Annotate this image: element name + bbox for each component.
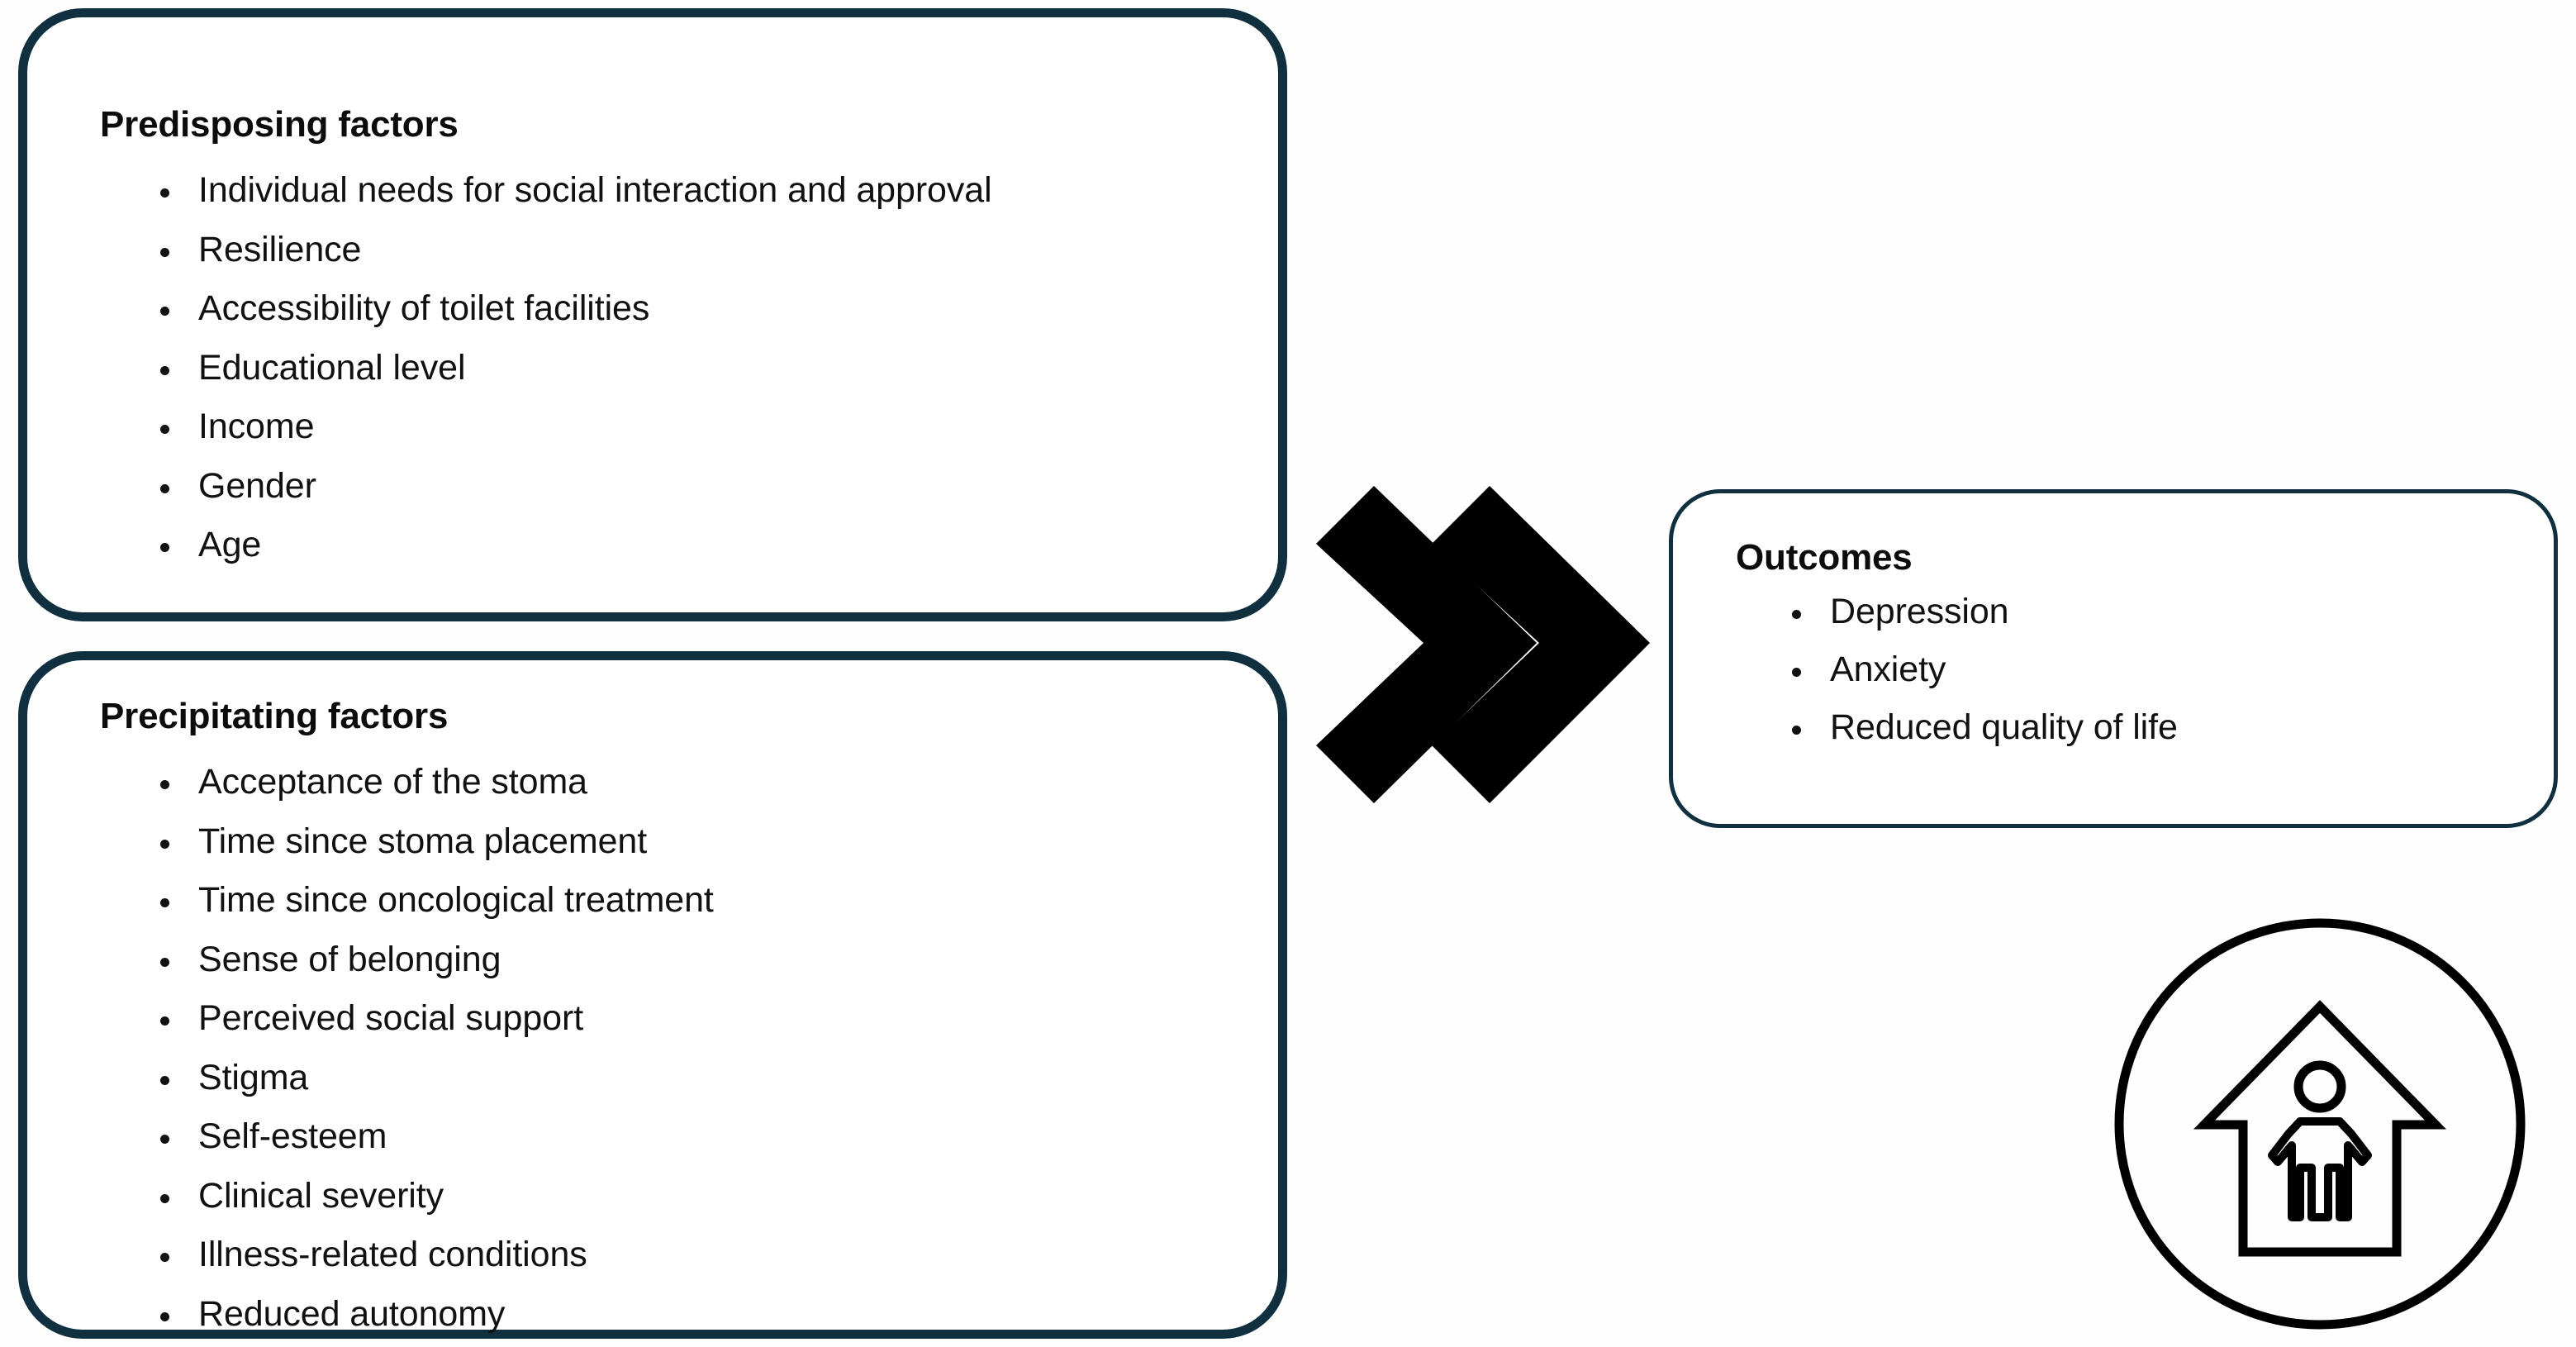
badge-circle: [2114, 918, 2526, 1330]
list-item: Illness-related conditions: [155, 1226, 714, 1285]
list-item: Clinical severity: [155, 1167, 714, 1226]
precipitating-list: Acceptance of the stoma Time since stoma…: [155, 753, 714, 1344]
precipitating-box-content: Precipitating factors Acceptance of the …: [27, 660, 1278, 1334]
outcomes-box: Outcomes Depression Anxiety Reduced qual…: [1669, 489, 2558, 828]
outcomes-list: Depression Anxiety Reduced quality of li…: [1787, 583, 2178, 756]
list-item: Time since stoma placement: [155, 812, 714, 872]
list-item: Acceptance of the stoma: [155, 753, 714, 812]
list-item: Self-esteem: [155, 1107, 714, 1167]
list-item: Depression: [1787, 583, 2178, 640]
house-outline: [2193, 1000, 2447, 1257]
list-item: Accessibility of toilet facilities: [155, 279, 992, 339]
predisposing-heading: Predisposing factors: [100, 104, 459, 145]
list-item: Reduced quality of life: [1787, 698, 2178, 756]
list-item: Time since oncological treatment: [155, 871, 714, 931]
predisposing-factors-box: Predisposing factors Individual needs fo…: [18, 8, 1287, 621]
outcomes-box-content: Outcomes Depression Anxiety Reduced qual…: [1673, 493, 2554, 824]
list-item: Perceived social support: [155, 989, 714, 1049]
person-body: [2268, 1117, 2372, 1221]
list-item: Income: [155, 397, 992, 457]
precipitating-factors-box: Precipitating factors Acceptance of the …: [18, 651, 1287, 1339]
person-head: [2293, 1060, 2346, 1113]
list-item: Individual needs for social interaction …: [155, 161, 992, 221]
chevron-left-shape: [1316, 486, 1537, 803]
list-item: Educational level: [155, 339, 992, 398]
house-with-person-icon: [2112, 916, 2528, 1332]
list-item: Reduced autonomy: [155, 1285, 714, 1345]
predisposing-list: Individual needs for social interaction …: [155, 161, 992, 575]
predisposing-box-content: Predisposing factors Individual needs fo…: [27, 17, 1278, 612]
chevron-right-shape: [1432, 486, 1650, 803]
list-item: Age: [155, 516, 992, 575]
list-item: Resilience: [155, 221, 992, 280]
list-item: Stigma: [155, 1049, 714, 1108]
outcomes-heading: Outcomes: [1736, 537, 1913, 578]
list-item: Gender: [155, 457, 992, 516]
double-chevron-right-icon: [1309, 479, 1652, 810]
list-item: Sense of belonging: [155, 931, 714, 990]
list-item: Anxiety: [1787, 640, 2178, 698]
precipitating-heading: Precipitating factors: [100, 696, 449, 736]
